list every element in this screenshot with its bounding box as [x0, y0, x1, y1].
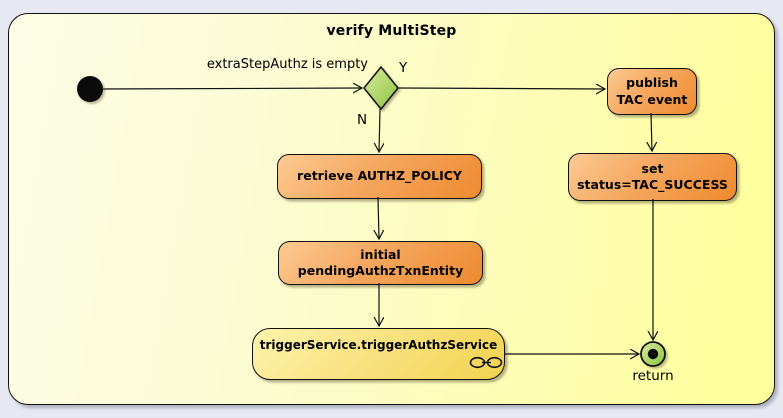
activity-label-line: publish [626, 75, 678, 90]
activity-label-line: set [641, 160, 664, 176]
return-label: return [632, 368, 674, 384]
activity-publish-tac-event: publish TAC event [607, 68, 697, 115]
activity-label-line: status=TAC_SUCCESS [577, 177, 728, 192]
activity-label-line: triggerService.triggerAuthzService [259, 338, 498, 352]
guard-label: extraStepAuthz is empty [206, 57, 368, 72]
activity-label-line: TAC event [616, 91, 688, 107]
no-branch-label: N [357, 112, 368, 128]
yes-branch-label: Y [399, 60, 408, 76]
activity-initial-pending-authz-txn-entity: initial pendingAuthzTxnEntity [278, 241, 483, 285]
activity-trigger-authz-service: triggerService.triggerAuthzService [252, 328, 505, 380]
activity-label-line: initial [360, 246, 401, 262]
activity-set-status-tac-success: set status=TAC_SUCCESS [568, 153, 737, 201]
activity-label-line: pendingAuthzTxnEntity [297, 263, 464, 278]
activity-retrieve-authz-policy: retrieve AUTHZ_POLICY [277, 154, 482, 199]
diagram-title: verify MultiStep [326, 23, 457, 39]
activity-label-line: retrieve AUTHZ_POLICY [297, 168, 462, 184]
